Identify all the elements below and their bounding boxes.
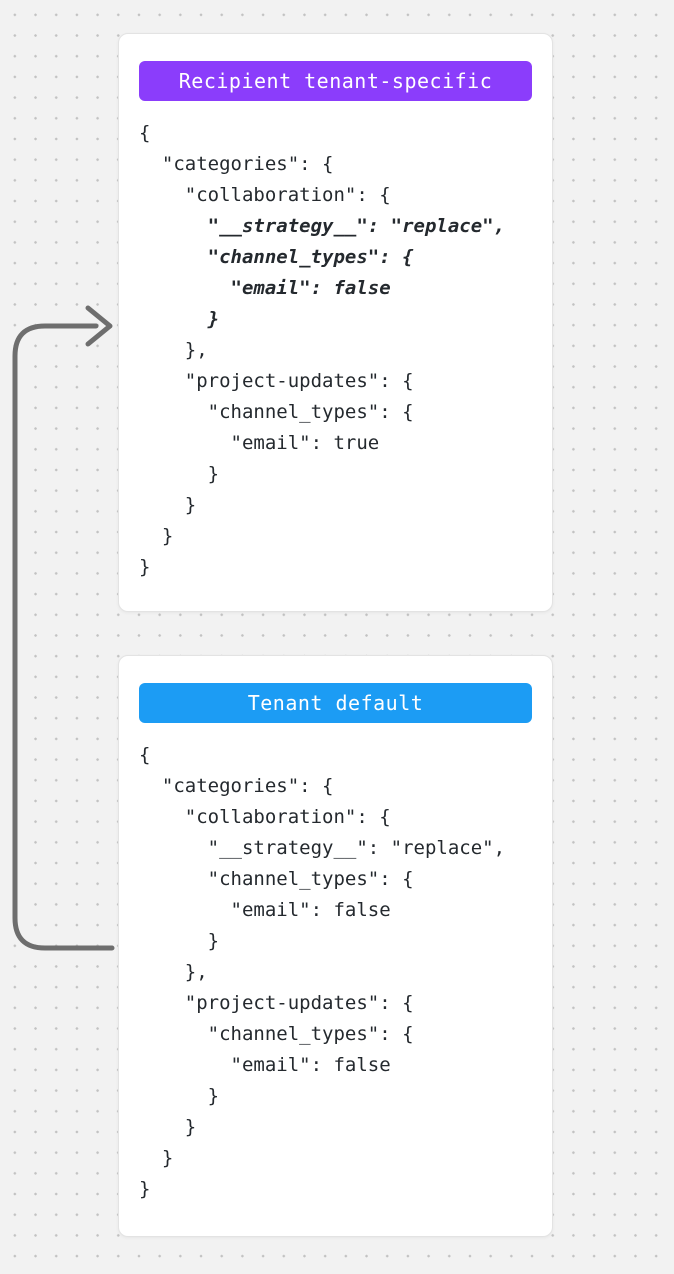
code-line: "project-updates": { [139, 370, 414, 392]
code-line: "project-updates": { [139, 992, 414, 1014]
code-line: "collaboration": { [139, 184, 391, 206]
code-line: "email": false [139, 277, 391, 299]
recipient-tenant-specific-badge: Recipient tenant-specific [139, 61, 532, 101]
code-line: }, [139, 961, 208, 983]
recipient-tenant-specific-json-code: { "categories": { "collaboration": { "__… [119, 118, 552, 583]
code-line: "__strategy__": "replace", [139, 837, 506, 859]
code-line: { [139, 122, 151, 144]
tenant-default-badge: Tenant default [139, 683, 532, 723]
tenant-default-card: Tenant default { "categories": { "collab… [118, 655, 553, 1237]
code-line: } [139, 308, 220, 330]
code-line: { [139, 744, 151, 766]
code-line: "channel_types": { [139, 868, 414, 890]
code-line: "__strategy__": "replace", [139, 215, 506, 237]
code-line: } [139, 525, 174, 547]
code-line: } [139, 463, 220, 485]
merge-flow-arrow [12, 305, 115, 951]
code-line: "email": false [139, 899, 391, 921]
code-line: } [139, 930, 220, 952]
code-line: } [139, 494, 197, 516]
code-line: "categories": { [139, 153, 334, 175]
tenant-default-json-code: { "categories": { "collaboration": { "__… [119, 740, 552, 1205]
arrow-head-icon [85, 305, 113, 347]
code-line: "categories": { [139, 775, 334, 797]
code-line: } [139, 1178, 151, 1200]
code-line: }, [139, 339, 208, 361]
code-line: "channel_types": { [139, 246, 414, 268]
code-line: "email": true [139, 432, 380, 454]
arrow-shaft [12, 323, 115, 951]
code-line: "collaboration": { [139, 806, 391, 828]
code-line: } [139, 1116, 197, 1138]
code-line: "email": false [139, 1054, 391, 1076]
code-line: } [139, 556, 151, 578]
recipient-tenant-specific-card: Recipient tenant-specific { "categories"… [118, 33, 553, 612]
code-line: } [139, 1085, 220, 1107]
code-line: } [139, 1147, 174, 1169]
code-line: "channel_types": { [139, 401, 414, 423]
code-line: "channel_types": { [139, 1023, 414, 1045]
